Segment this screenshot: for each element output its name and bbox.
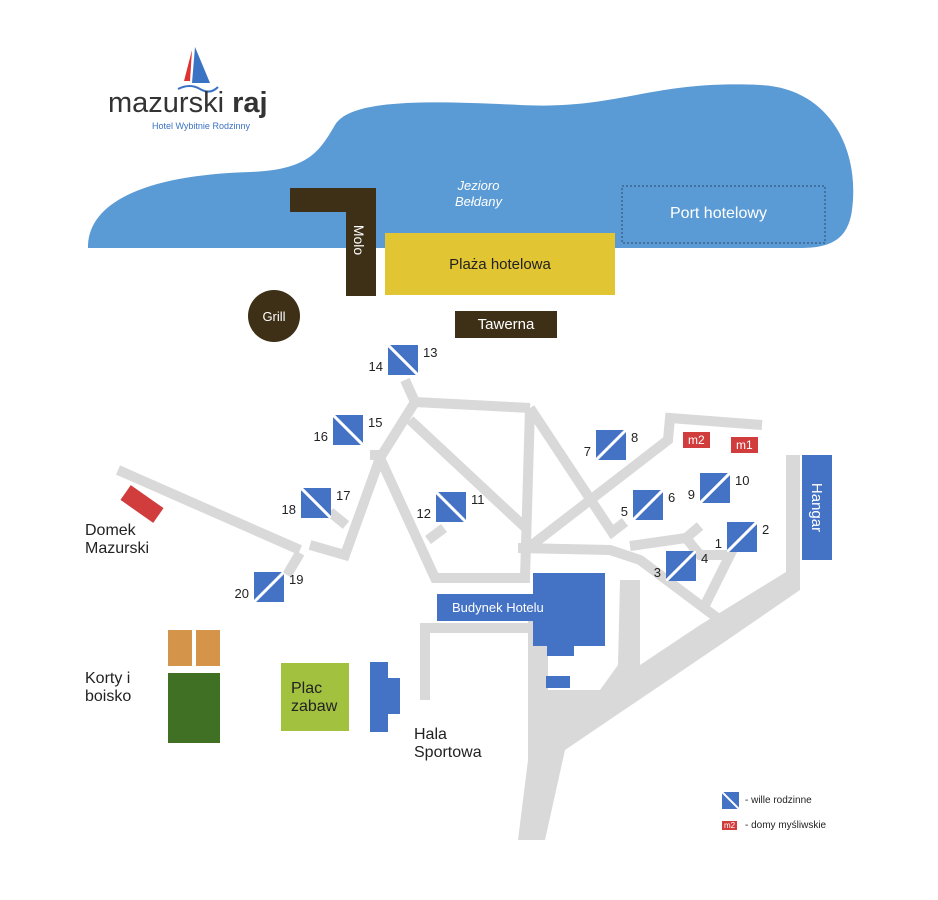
villa-number: 12: [416, 506, 431, 521]
domek-label: Domek Mazurski: [85, 522, 150, 557]
hangar-label: Hangar: [808, 482, 826, 533]
hunting-house-m2[interactable]: m2: [683, 432, 710, 448]
hotel-wing-small: [547, 646, 574, 656]
main-road: [518, 455, 800, 840]
villa-number: 6: [668, 490, 676, 505]
villa-3-4[interactable]: [666, 551, 696, 581]
logo-tagline: Hotel Wybitnie Rodzinny: [152, 121, 250, 131]
villa-number: 11: [471, 492, 485, 507]
logo: mazurski raj Hotel Wybitnie Rodzinny: [108, 45, 288, 135]
villa-14-13[interactable]: [388, 345, 418, 375]
hala-sportowa-building[interactable]: [370, 662, 414, 732]
legend-hunting-icon: m2: [722, 821, 738, 830]
villa-number: 10: [735, 473, 750, 488]
grill[interactable]: Grill: [248, 290, 300, 342]
villa-7-8[interactable]: [596, 430, 626, 460]
villa-5-6[interactable]: [633, 490, 663, 520]
villa-number: 17: [336, 488, 351, 503]
villa-number: 19: [289, 572, 304, 587]
hangar[interactable]: Hangar: [802, 455, 832, 560]
hunting-house-m1[interactable]: m1: [731, 437, 758, 453]
villa-18-17[interactable]: [301, 488, 331, 518]
villa-number: 13: [423, 345, 438, 360]
hala-label: Hala Sportowa: [414, 726, 482, 761]
logo-name: mazurski: [108, 87, 233, 119]
budynek-hotelu[interactable]: Budynek Hotelu: [437, 594, 605, 621]
villa-number: 7: [583, 444, 591, 459]
port-area: [621, 185, 826, 244]
tawerna[interactable]: Tawerna: [455, 311, 557, 338]
legend-villa-label: - wille rodzinne: [745, 795, 812, 806]
roads: [115, 377, 763, 700]
villa-number: 15: [368, 415, 383, 430]
villa-number: 9: [687, 487, 695, 502]
sail-icon: [177, 47, 219, 93]
boisko[interactable]: [168, 673, 220, 743]
plac-zabaw[interactable]: [281, 663, 349, 731]
villa-number: 1: [714, 536, 722, 551]
molo-label: Molo: [351, 224, 368, 256]
plaza-hotelowa[interactable]: Plaża hotelowa: [385, 233, 615, 295]
villa-number: 14: [368, 359, 383, 374]
villa-16-15[interactable]: [333, 415, 363, 445]
villa-9-10[interactable]: [700, 473, 730, 503]
villa-number: 2: [762, 522, 770, 537]
port-label[interactable]: Port hotelowy: [670, 205, 767, 222]
villa-number: 3: [653, 565, 661, 580]
legend-hunting-label: - domy myśliwskie: [745, 820, 827, 831]
villa-20-19[interactable]: [254, 572, 284, 602]
villa-number: 5: [620, 504, 628, 519]
lake-name: Jezioro Bełdany: [455, 178, 502, 209]
plac-label: Plac zabaw: [291, 680, 338, 715]
villa-1-2[interactable]: [727, 522, 757, 552]
legend-villa-icon: [722, 792, 739, 809]
court-2[interactable]: [196, 630, 220, 666]
villa-number: 20: [234, 586, 249, 601]
villa-number: 18: [281, 502, 296, 517]
villa-number: 16: [313, 429, 328, 444]
hotel-annex: [546, 676, 570, 688]
court-1[interactable]: [168, 630, 192, 666]
villa-12-11[interactable]: [436, 492, 466, 522]
korty-label: Korty i boisko: [85, 670, 132, 705]
villa-number: 4: [701, 551, 709, 566]
lake: [88, 84, 854, 248]
logo-name-bold: raj: [232, 87, 268, 119]
villa-number: 8: [631, 430, 639, 445]
molo[interactable]: [290, 188, 376, 296]
